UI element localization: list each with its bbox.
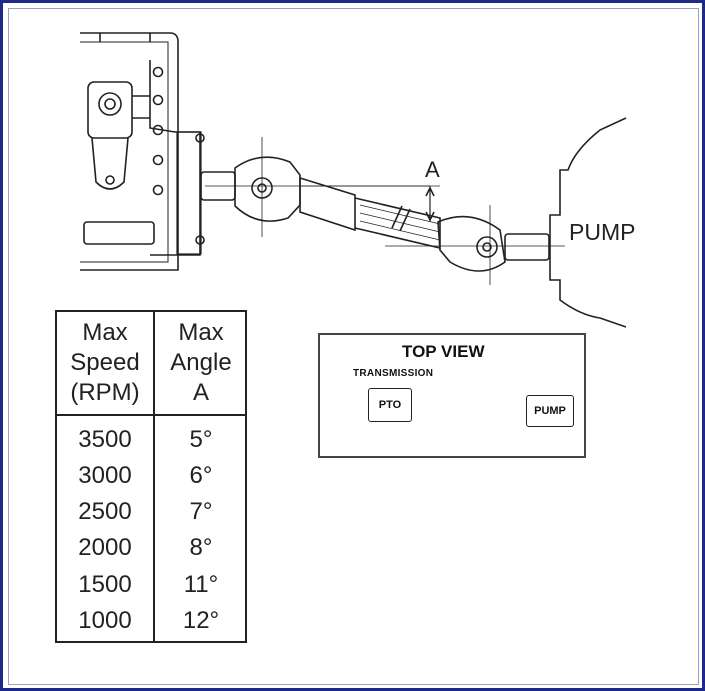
transmission-inner: [80, 41, 169, 263]
col-header-max-angle: Max Angle A: [153, 318, 249, 408]
col1-header-line1: Max: [82, 319, 128, 346]
pump-body: [549, 117, 627, 328]
pump-label: PUMP: [569, 219, 636, 245]
transmission-housing: [80, 32, 179, 271]
col1-header-line2: Speed: [70, 349, 140, 376]
transmission-label: TRANSMISSION: [353, 368, 434, 379]
bolt: [152, 184, 164, 196]
pto-box: PTO: [368, 388, 412, 422]
table-cell-speed: 1000: [78, 607, 132, 634]
table-cell-angle: 12°: [182, 607, 220, 634]
table-header-divider: [57, 414, 245, 416]
angle-a-label: A: [425, 157, 440, 182]
bolt: [195, 235, 205, 245]
rear-u-joint: [437, 215, 506, 272]
bolt: [152, 94, 164, 106]
top-view-title: TOP VIEW: [402, 342, 485, 361]
table-cell-speed: 1500: [78, 571, 132, 598]
figure-inner-border: [8, 8, 699, 685]
col2-header-line2: Angle: [170, 349, 232, 376]
bolt: [152, 124, 164, 136]
col-header-max-speed: Max Speed (RPM): [57, 318, 153, 408]
table-cell-speed: 2000: [78, 534, 132, 561]
table-column-divider: [153, 312, 155, 641]
speed-angle-table: Max Speed (RPM) Max Angle A 3500 5° 3000…: [55, 310, 247, 643]
front-u-joint: [234, 156, 301, 222]
col2-header-line1: Max: [178, 319, 224, 346]
bolt: [152, 154, 164, 166]
table-cell-angle: 7°: [189, 498, 213, 525]
table-cell-speed: 2500: [78, 498, 132, 525]
transmission-window: [83, 221, 155, 245]
bolt: [195, 133, 205, 143]
bolt: [152, 66, 164, 78]
driveshaft-tube: [299, 176, 356, 232]
table-cell-speed: 3000: [78, 462, 132, 489]
table-cell-angle: 8°: [189, 534, 213, 561]
table-cell-angle: 11°: [183, 571, 219, 598]
top-view-pump-box: PUMP: [526, 395, 574, 427]
pto-body: [149, 60, 201, 256]
pto-shift-linkage: [87, 81, 133, 139]
table-cell-angle: 6°: [189, 462, 213, 489]
col2-header-line3: A: [192, 379, 209, 406]
table-cell-speed: 3500: [78, 426, 132, 453]
col1-header-line3: (RPM): [70, 379, 140, 406]
table-cell-angle: 5°: [189, 426, 213, 453]
